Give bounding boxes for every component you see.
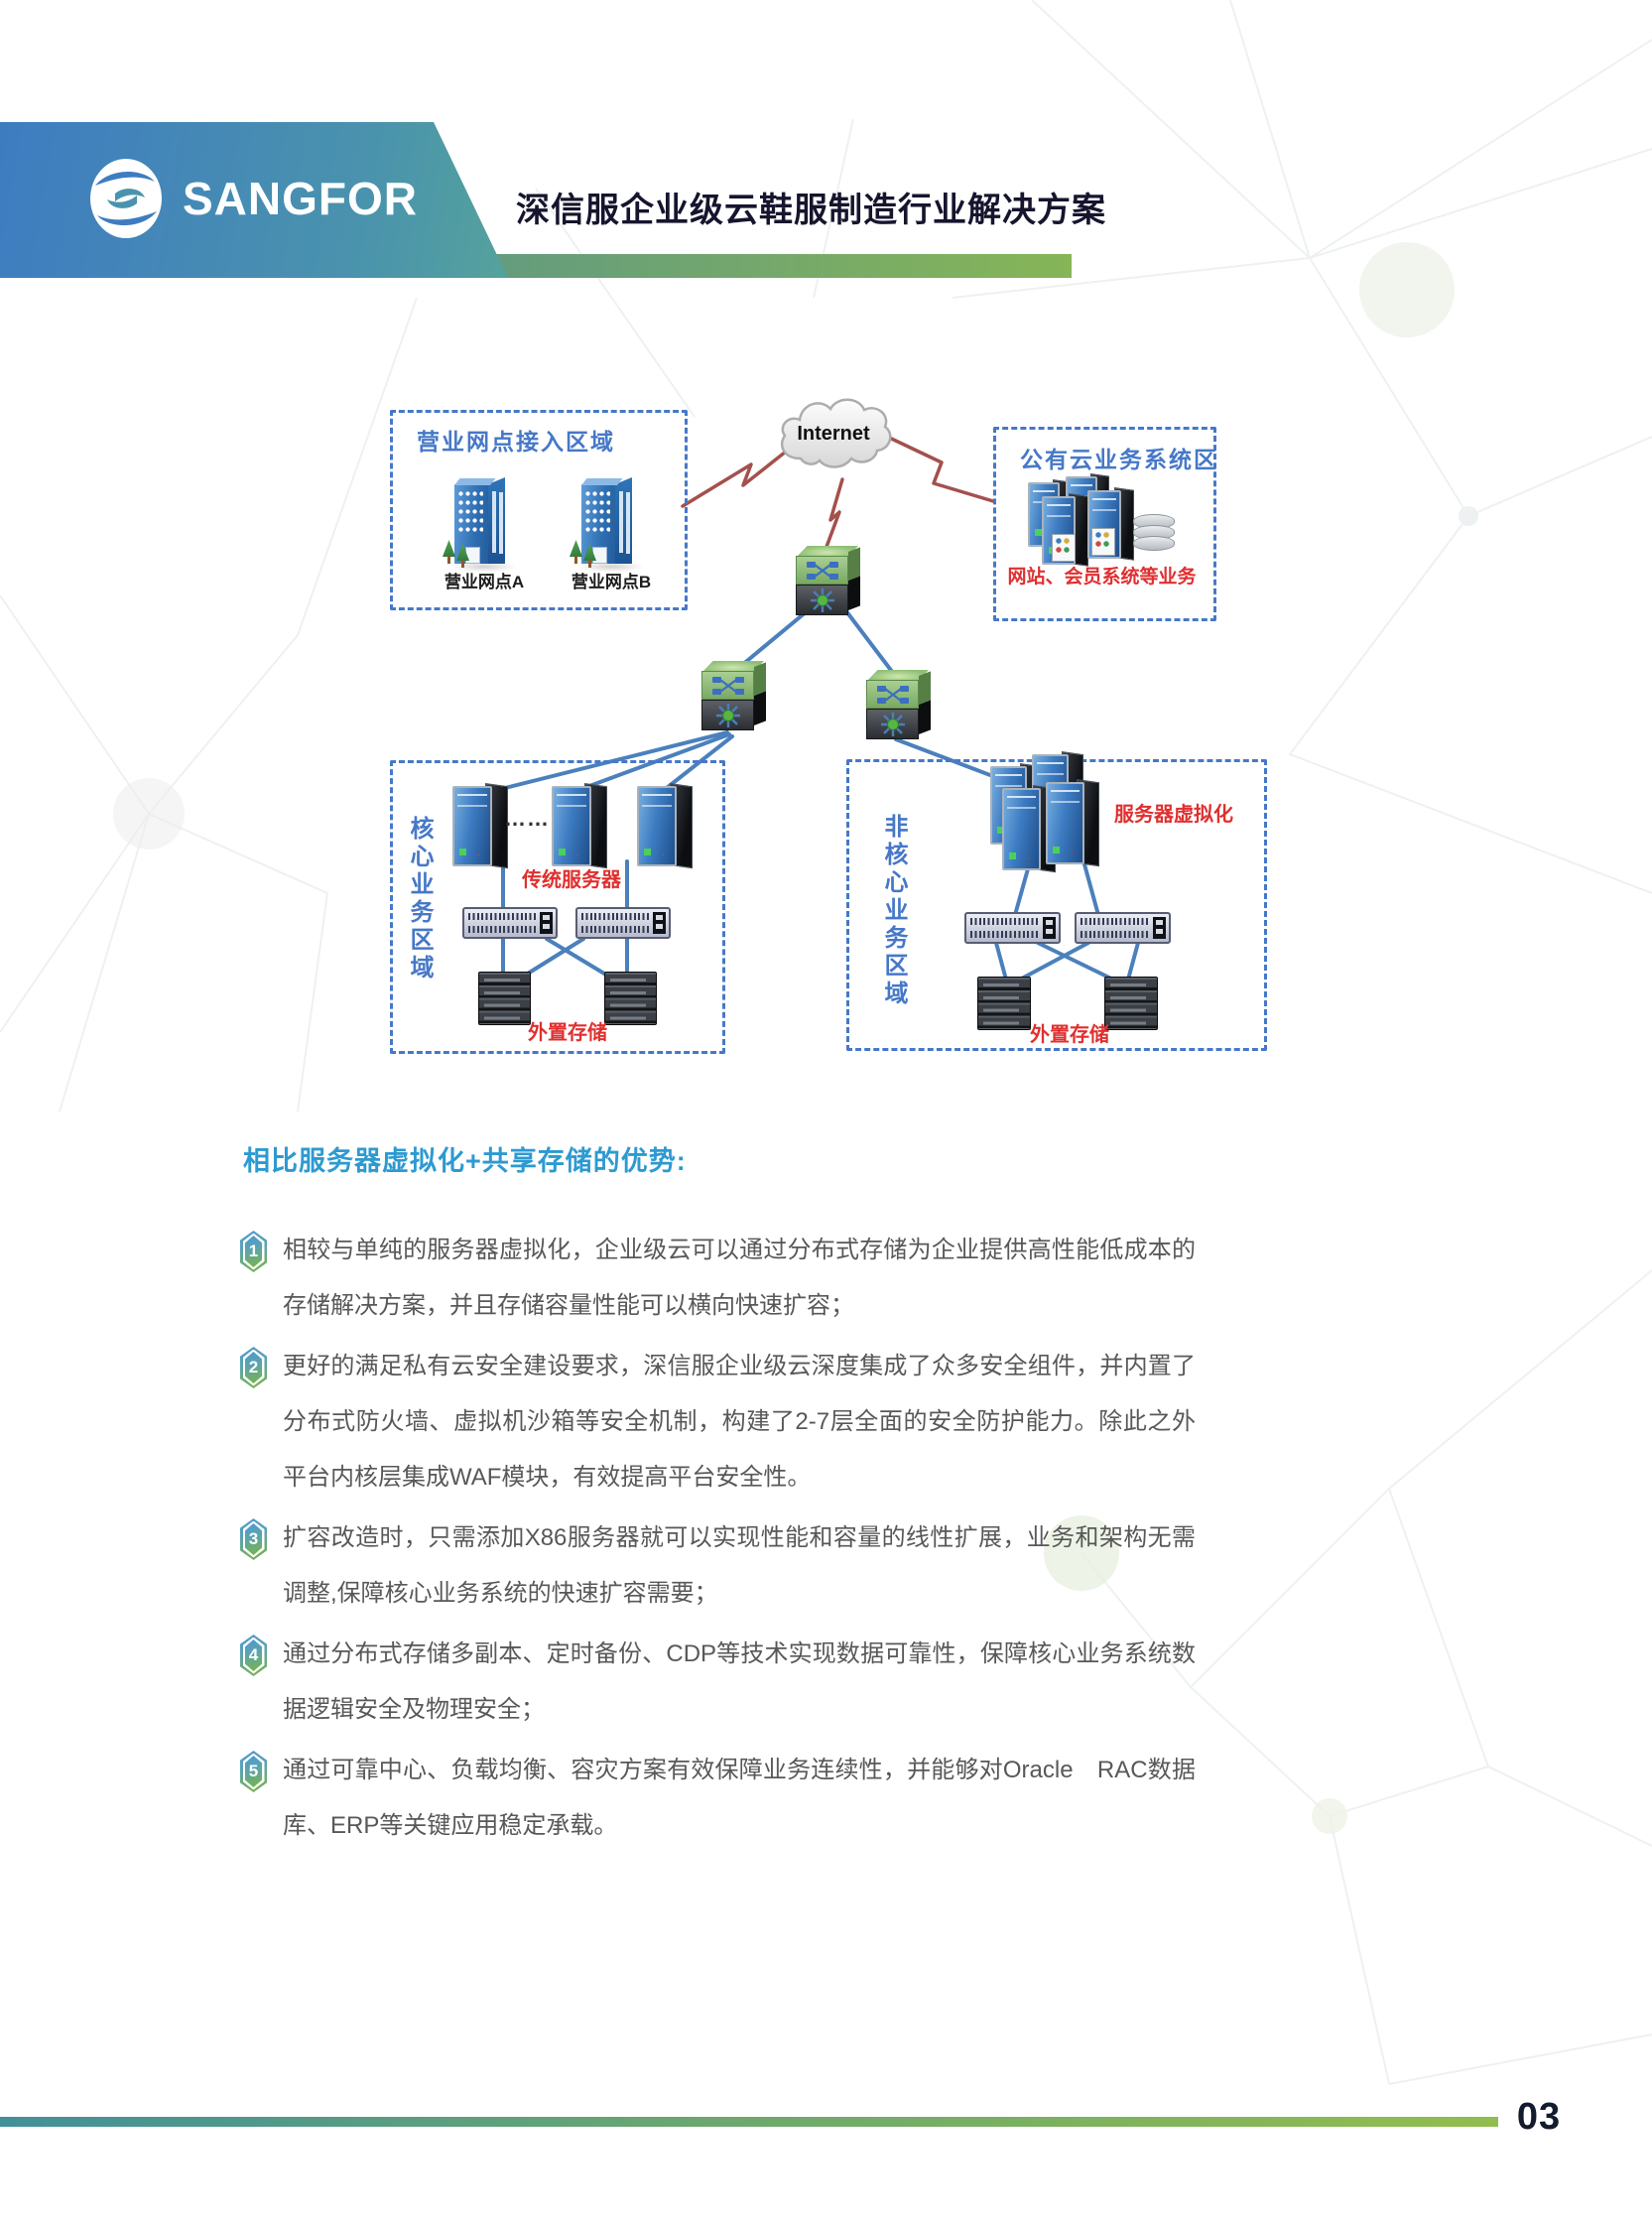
advantage-text: 扩容改造时，只需添加X86服务器就可以实现性能和容量的线性扩展，业务和架构无需调… [283,1524,1196,1607]
advantages-list: 1 相较与单纯的服务器虚拟化，企业级云可以通过分布式存储为企业提供高性能低成本的… [240,1223,1222,1859]
tree-icon [570,540,582,564]
rack-switch [1075,912,1171,944]
traditional-server [452,783,508,869]
aggregation-switch-left [699,659,767,732]
advantage-number: 5 [248,1762,259,1780]
advantage-item: 4 通过分布式存储多副本、定时备份、CDP等技术实现数据可靠性，保障核心业务系统… [240,1627,1222,1738]
advantage-item: 5 通过可靠中心、负载均衡、容灾方案有效保障业务连续性，并能够对Oracle R… [240,1743,1222,1854]
advantage-item: 3 扩容改造时，只需添加X86服务器就可以实现性能和容量的线性扩展，业务和架构无… [240,1510,1222,1622]
advantage-text: 通过分布式存储多副本、定时备份、CDP等技术实现数据可靠性，保障核心业务系统数据… [283,1640,1196,1723]
tree-icon [456,544,469,568]
traditional-servers-label: 传统服务器 [522,869,621,891]
public-cloud-zone-box [993,427,1216,621]
advantage-number-badge: 5 [240,1751,267,1792]
advantage-number-badge: 3 [240,1518,267,1560]
advantage-number-badge: 1 [240,1231,267,1272]
advantage-item: 2 更好的满足私有云安全建设要求，深信服企业级云深度集成了众多安全组件，并内置了… [240,1339,1222,1506]
advantage-text: 更好的满足私有云安全建设要求，深信服企业级云深度集成了众多安全组件，并内置了分布… [283,1353,1196,1491]
aggregation-switch-right [864,668,932,741]
switch-icon [711,676,744,695]
advantage-number: 3 [248,1529,259,1548]
traditional-server [637,783,693,869]
core-business-zone-box [390,760,725,1054]
tree-icon [583,544,596,568]
core-external-storage-label: 外置存储 [528,1022,607,1044]
server-virtualization-label: 服务器虚拟化 [1114,804,1233,826]
virtualized-server [1046,779,1099,866]
tree-icon [443,540,455,564]
advantages-heading: 相比服务器虚拟化+共享存储的优势: [243,1146,687,1176]
ellipsis-dots: …… [504,806,550,831]
cloud-icon [780,398,892,468]
branch-building-a [447,472,520,573]
storage-array [1104,977,1158,1030]
advantage-number-badge: 2 [240,1347,267,1388]
brand-name: SANGFOR [183,173,418,224]
public-services-caption: 网站、会员系统等业务 [1007,567,1197,588]
noncore-zone-title: 非核心业务区域 [880,814,907,1008]
disk-stack-icon [1133,536,1175,551]
traditional-server [552,783,607,869]
internet-cloud: Internet [772,389,895,480]
switch-icon [806,561,838,580]
advantage-text: 相较与单纯的服务器虚拟化，企业级云可以通过分布式存储为企业提供高性能低成本的存储… [283,1237,1196,1319]
branch-zone-title: 营业网点接入区域 [417,429,615,455]
virtualized-server [1002,785,1056,872]
advantage-number: 1 [248,1242,259,1260]
app-panel-icon [1052,534,1076,562]
rack-switch [575,907,671,939]
internet-label: Internet [797,423,870,445]
public-zone-title: 公有云业务系统区 [1020,447,1218,472]
branch-access-zone-box [390,410,688,610]
storage-array [977,977,1031,1030]
advantage-text: 通过可靠中心、负载均衡、容灾方案有效保障业务连续性，并能够对Oracle RAC… [283,1757,1196,1839]
sangfor-logo-icon [90,159,162,238]
site-b-label: 营业网点B [571,573,652,591]
app-panel-icon [1091,528,1115,556]
hub-icon [810,588,834,612]
branch-building-b [574,472,647,573]
core-zone-title: 核心业务区域 [406,816,433,982]
advantage-number-badge: 4 [240,1635,267,1676]
rack-switch [462,907,558,939]
advantage-item: 1 相较与单纯的服务器虚拟化，企业级云可以通过分布式存储为企业提供高性能低成本的… [240,1223,1222,1334]
page-number: 03 [1516,2096,1562,2138]
storage-array [604,972,657,1025]
advantage-number: 2 [248,1358,259,1376]
brand-banner: SANGFOR [0,122,508,278]
rack-switch [964,912,1061,944]
noncore-external-storage-label: 外置存储 [1030,1024,1109,1046]
switch-icon [876,685,909,704]
core-router [794,544,861,617]
hub-icon [715,703,740,727]
site-a-label: 营业网点A [444,573,525,591]
storage-array [478,972,531,1025]
page-title: 深信服企业级云鞋服制造行业解决方案 [516,192,1106,229]
footer-accent-bar [0,2117,1498,2127]
hub-icon [880,712,905,736]
advantage-number: 4 [248,1645,259,1664]
